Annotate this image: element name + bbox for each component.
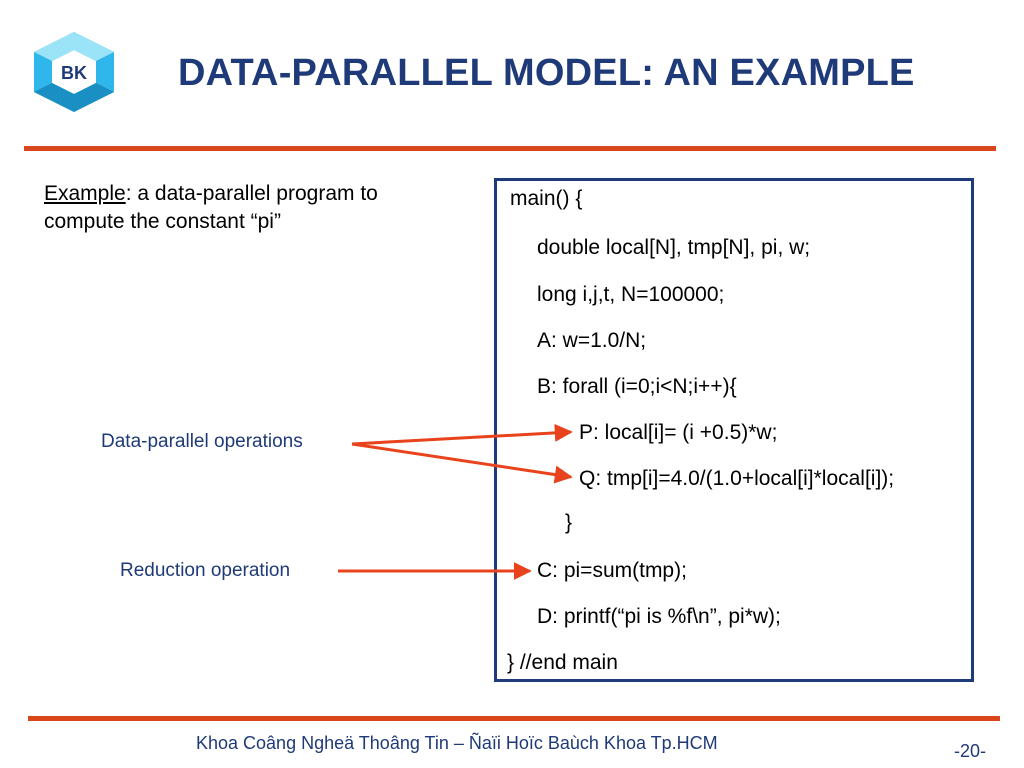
intro-text: Example: a data-parallel program to comp… (44, 180, 464, 236)
code-box: main() { double local[N], tmp[N], pi, w;… (494, 178, 974, 682)
logo-hexagon-inner (52, 50, 96, 94)
code-line-declarations: double local[N], tmp[N], pi, w; (537, 236, 811, 259)
code-line-end: } //end main (507, 651, 618, 674)
code-line-main: main() { (510, 187, 583, 210)
code-line-long-vars: long i,j,t, N=100000; (537, 283, 725, 306)
example-keyword: Example (44, 182, 126, 205)
data-parallel-operations-label: Data-parallel operations (101, 431, 303, 452)
code-line-b: B: forall (i=0;i<N;i++){ (537, 375, 737, 398)
footer-institution: Khoa Coâng Ngheä Thoâng Tin – Ñaïi Hoïc … (196, 733, 718, 753)
logo-facet-top (34, 32, 114, 61)
logo-text: BK (61, 63, 87, 83)
code-line-q: Q: tmp[i]=4.0/(1.0+local[i]*local[i]); (579, 467, 895, 490)
logo-facet-bottom (34, 83, 114, 112)
code-line-close-forall: } (565, 511, 573, 534)
page-number: -20- (954, 741, 987, 761)
reduction-operation-label: Reduction operation (120, 560, 291, 581)
code-line-p: P: local[i]= (i +0.5)*w; (579, 421, 778, 444)
intro-description: : a data-parallel program to compute the… (44, 182, 378, 233)
code-line-d: D: printf(“pi is %f\n”, pi*w); (537, 605, 781, 628)
top-divider (24, 146, 996, 151)
bk-logo: BK (34, 32, 114, 112)
bottom-divider (28, 716, 1000, 721)
slide-title: DATA-PARALLEL MODEL: AN EXAMPLE (178, 52, 915, 94)
code-line-c: C: pi=sum(tmp); (537, 559, 687, 582)
code-line-a: A: w=1.0/N; (537, 329, 647, 352)
